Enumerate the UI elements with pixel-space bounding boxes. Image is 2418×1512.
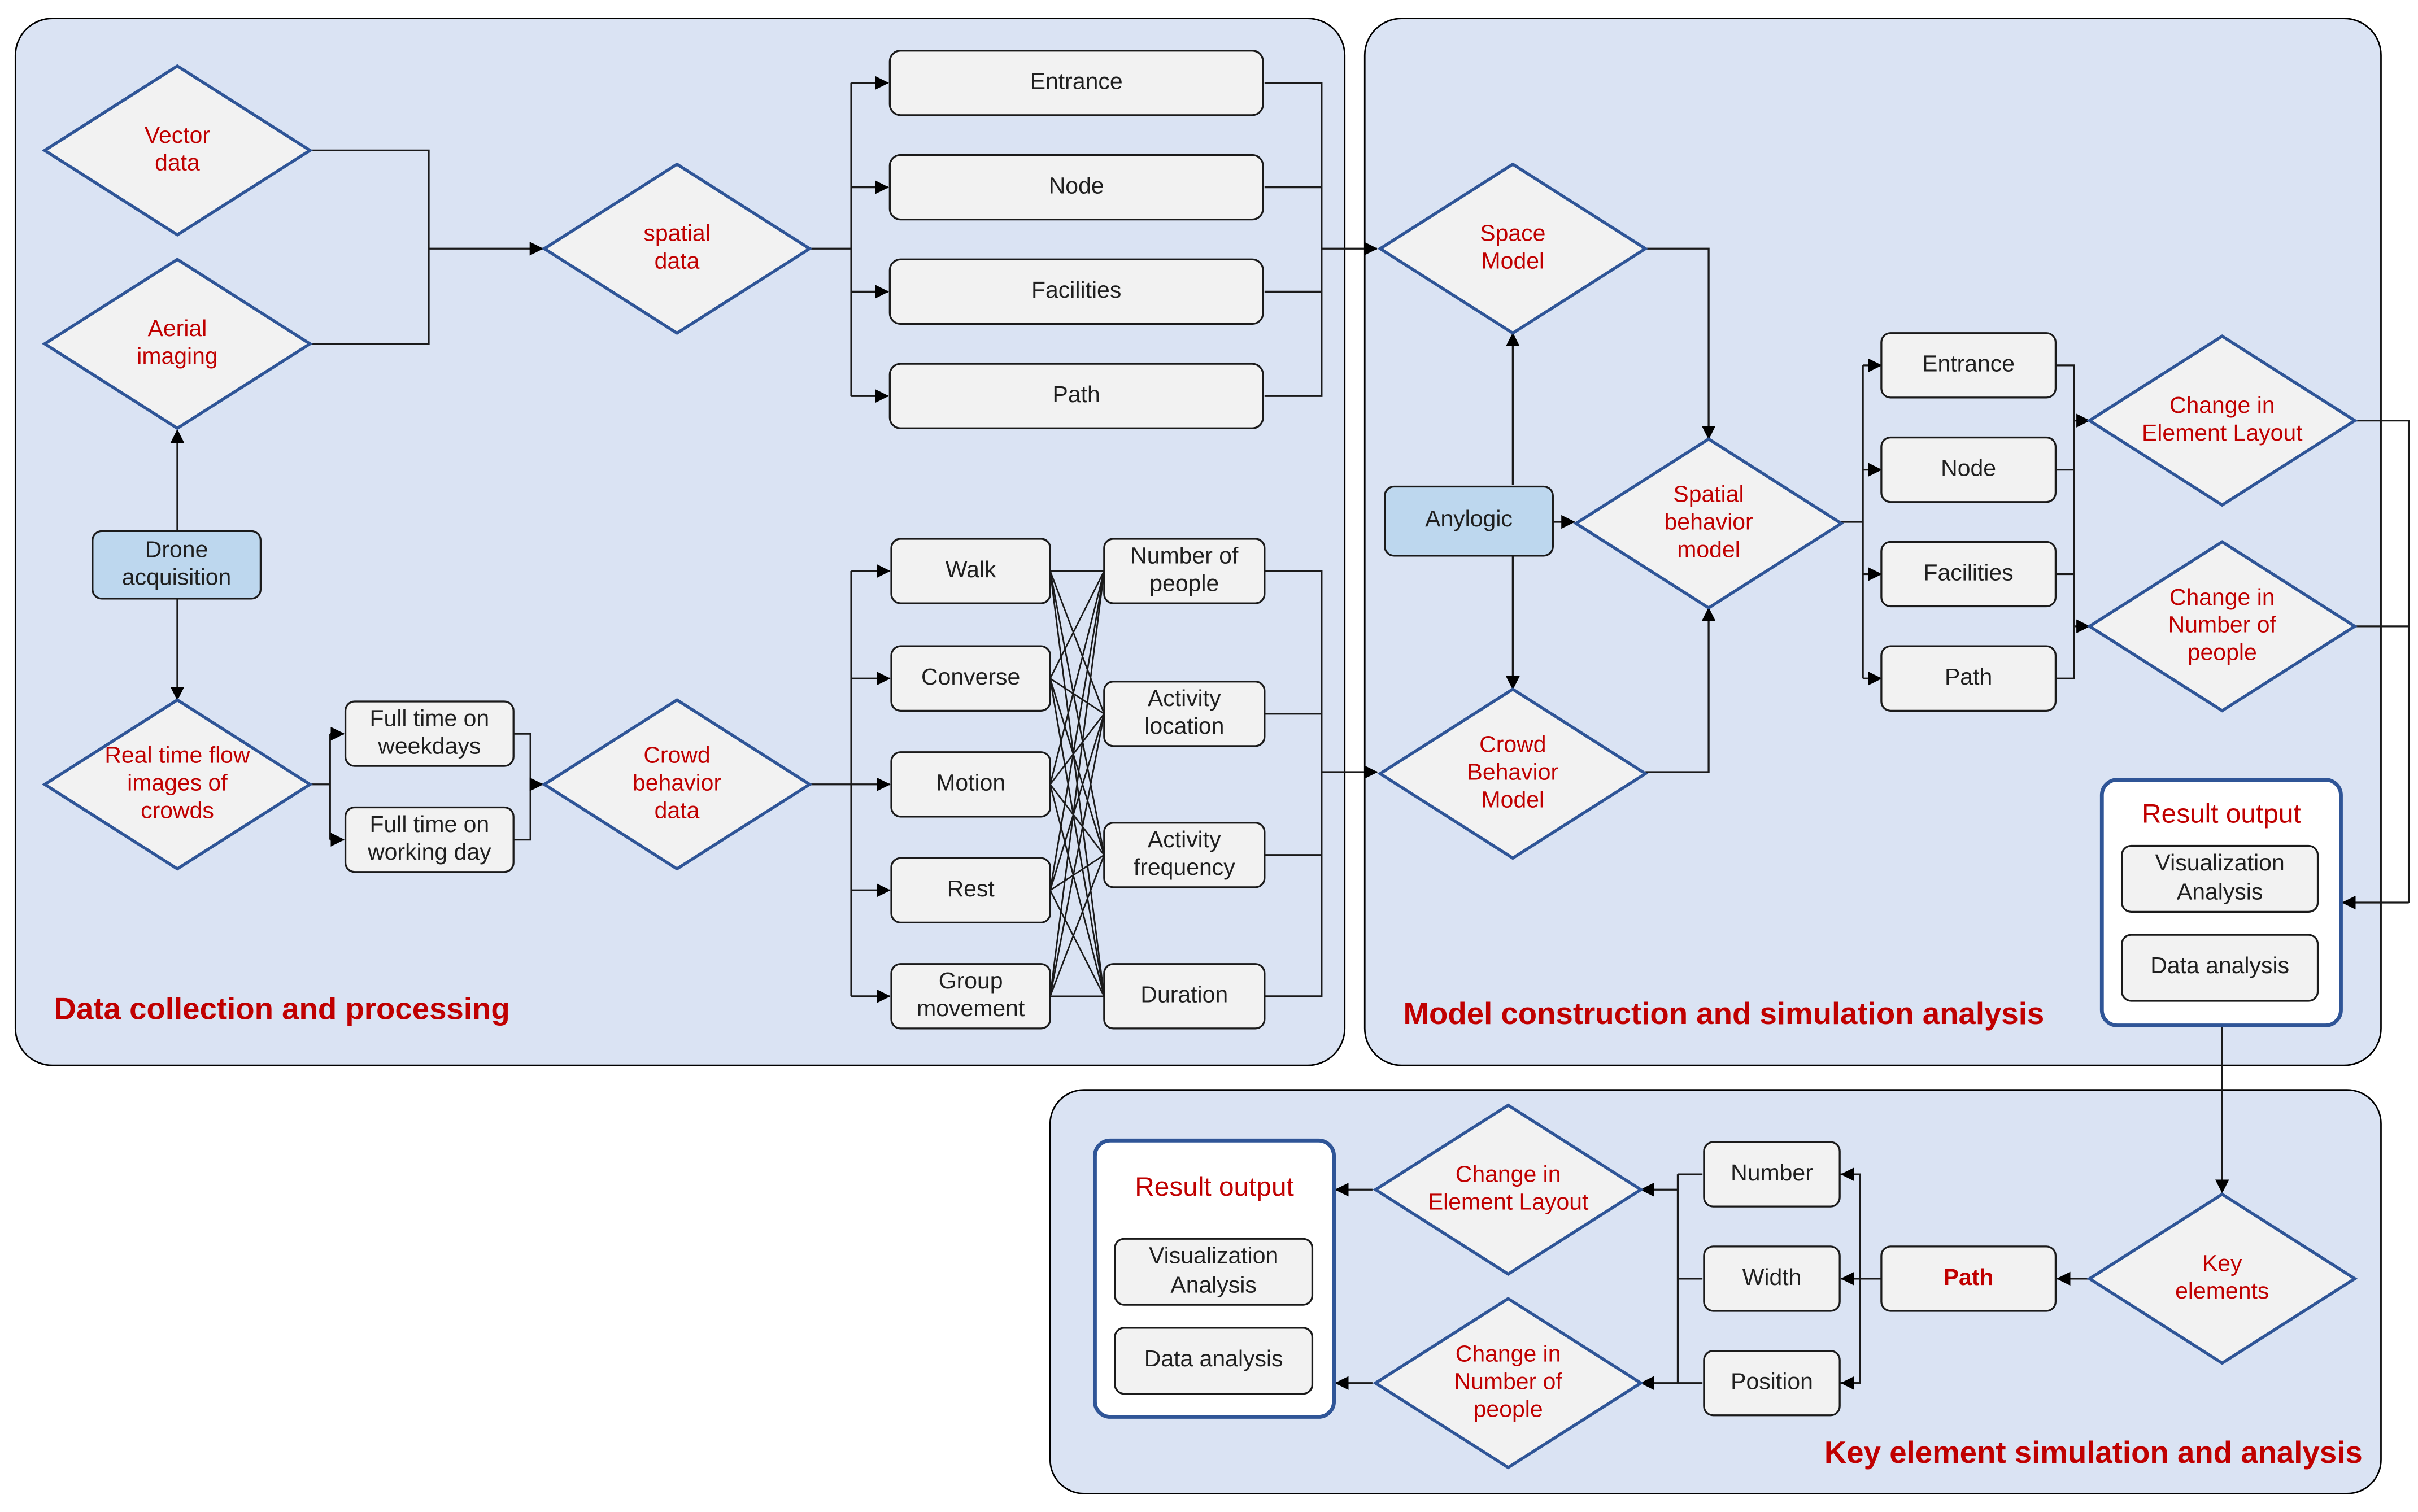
space-model-diamond	[1377, 162, 1649, 335]
attr-number-label: Number	[1731, 1160, 1813, 1187]
model-path-label: Path	[1944, 664, 1993, 691]
key-result-visualization-label: Visualization Analysis	[1149, 1243, 1279, 1298]
behavior-metric-links	[1049, 570, 1105, 997]
spatial-node-label: Node	[1048, 173, 1104, 199]
crowd-behavior-data-diamond	[541, 698, 813, 871]
period-weekdays-label: Full time on weekdays	[369, 705, 490, 760]
section-title-key-element: Key element simulation and analysis	[1824, 1436, 2363, 1471]
attr-number-box	[1703, 1141, 1841, 1208]
model-facilities-box	[1880, 541, 2057, 608]
period-weekdays-box	[344, 700, 515, 767]
aerial-imaging-label: Aerial imaging	[137, 316, 218, 370]
spatial-entrance-box	[888, 50, 1264, 116]
key-path-label: Path	[1943, 1265, 1994, 1291]
behavior-walk-label: Walk	[945, 557, 996, 583]
key-result-output-title: Result output	[1135, 1171, 1294, 1202]
behavior-rest-label: Rest	[947, 876, 995, 903]
model-node-label: Node	[1941, 455, 1997, 482]
key-path-box	[1880, 1245, 2057, 1312]
model-node-box	[1880, 436, 2057, 503]
behavior-walk-box	[890, 538, 1051, 604]
drone-acquisition-box	[92, 530, 262, 600]
result-data-analysis-box	[2121, 934, 2319, 1002]
model-entrance-label: Entrance	[1922, 351, 2015, 378]
spatial-behavior-model-label: Spatial behavior model	[1664, 481, 1753, 564]
metric-duration-box	[1103, 963, 1266, 1030]
behavior-group-label: Group movement	[917, 968, 1025, 1023]
spatial-facilities-box	[888, 258, 1264, 325]
attr-position-label: Position	[1731, 1369, 1813, 1396]
spatial-entrance-label: Entrance	[1030, 68, 1123, 95]
change-people-diamond	[2086, 540, 2358, 713]
vector-data-diamond	[42, 64, 313, 237]
behavior-converse-label: Converse	[921, 664, 1021, 691]
behavior-motion-box	[890, 751, 1051, 818]
change-layout-diamond	[2086, 334, 2358, 507]
section-title-model-construction: Model construction and simulation analys…	[1403, 997, 2045, 1032]
section-title-data-collection: Data collection and processing	[54, 993, 510, 1027]
spatial-node-box	[888, 154, 1264, 221]
result-visualization-label: Visualization Analysis	[2155, 851, 2285, 905]
attr-position-box	[1703, 1350, 1841, 1417]
behavior-converse-box	[890, 645, 1051, 712]
vector-data-label: Vector data	[144, 122, 211, 177]
model-entrance-box	[1880, 332, 2057, 399]
period-working-day-label: Full time on working day	[368, 811, 491, 866]
crowd-behavior-model-diamond	[1377, 687, 1649, 860]
behavior-motion-label: Motion	[936, 770, 1006, 797]
key-change-layout-diamond	[1373, 1103, 1644, 1276]
arrows	[170, 76, 2409, 1390]
metric-duration-label: Duration	[1140, 982, 1228, 1009]
key-elements-diamond	[2086, 1192, 2358, 1365]
key-result-data-analysis-box	[1114, 1327, 1314, 1395]
space-model-label: Space Model	[1480, 220, 1546, 275]
metric-frequency-label: Activity frequency	[1133, 827, 1235, 881]
metric-location-label: Activity location	[1144, 686, 1225, 740]
anylogic-label: Anylogic	[1425, 507, 1513, 534]
key-change-layout-label: Change in Element Layout	[1427, 1161, 1589, 1216]
key-result-data-analysis-label: Data analysis	[1144, 1347, 1283, 1373]
metric-people-box	[1103, 538, 1266, 604]
anylogic-box	[1384, 485, 1554, 557]
key-change-people-diamond	[1373, 1297, 1644, 1470]
change-people-label: Change in Number of people	[2168, 584, 2276, 666]
model-path-box	[1880, 645, 2057, 712]
behavior-group-box	[890, 963, 1051, 1030]
highlight-boxes	[92, 485, 1554, 600]
drone-acquisition-label: Drone acquisition	[121, 537, 232, 591]
period-working-day-box	[344, 806, 515, 873]
spatial-data-label: spatial data	[643, 220, 711, 275]
key-elements-label: Key elements	[2175, 1250, 2269, 1305]
diamond-shapes	[42, 64, 2358, 1470]
spatial-behavior-model-diamond	[1573, 437, 1844, 610]
attr-width-box	[1703, 1245, 1841, 1312]
spatial-path-label: Path	[1052, 382, 1100, 408]
realtime-flow-label: Real time flow images of crowds	[104, 742, 250, 825]
model-facilities-label: Facilities	[1923, 560, 2014, 586]
box-shapes	[344, 50, 2319, 1417]
result-data-analysis-label: Data analysis	[2150, 953, 2290, 980]
key-result-visualization-box	[1114, 1238, 1314, 1306]
realtime-flow-diamond	[42, 698, 313, 871]
metric-frequency-box	[1103, 822, 1266, 888]
result-visualization-box	[2121, 844, 2319, 913]
metric-people-label: Number of people	[1130, 543, 1239, 598]
behavior-rest-box	[890, 857, 1051, 924]
key-change-people-label: Change in Number of people	[1454, 1341, 1562, 1423]
spatial-data-diamond	[541, 162, 813, 335]
spatial-path-box	[888, 363, 1264, 429]
spatial-facilities-label: Facilities	[1031, 277, 1122, 304]
change-layout-label: Change in Element Layout	[2141, 392, 2303, 447]
result-output-title: Result output	[2142, 799, 2301, 830]
crowd-behavior-model-label: Crowd Behavior Model	[1467, 731, 1559, 814]
metric-location-box	[1103, 681, 1266, 747]
attr-width-label: Width	[1742, 1265, 1802, 1291]
aerial-imaging-diamond	[42, 258, 313, 430]
crowd-behavior-data-label: Crowd behavior data	[632, 742, 722, 825]
